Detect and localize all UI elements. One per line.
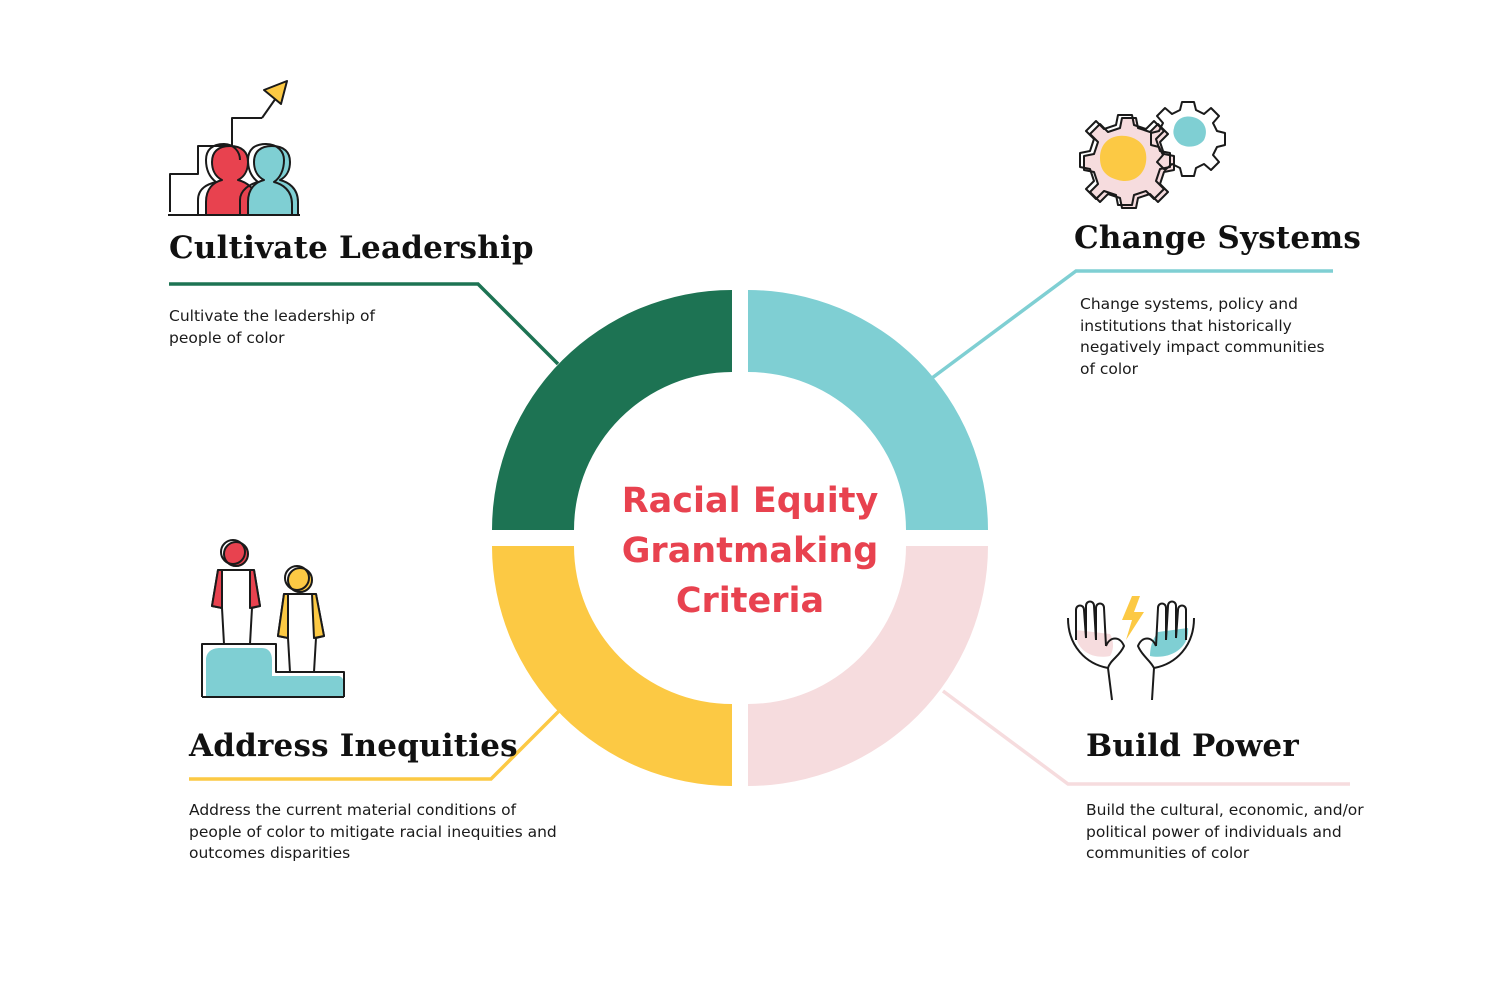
description-cultivate-leadership: Cultivate the leadership of people of co… — [169, 307, 375, 347]
ring-segment-build-power — [748, 546, 988, 786]
gears-icon — [1079, 101, 1226, 209]
description-build-power: Build the cultural, economic, and/or pol… — [1086, 801, 1364, 862]
heading-build-power: Build Power — [1086, 728, 1299, 764]
heading-change-systems: Change Systems — [1074, 220, 1361, 256]
ring-segment-cultivate-leadership — [492, 290, 732, 530]
people-on-steps-icon — [201, 539, 345, 698]
criteria-ring — [492, 290, 988, 786]
connector-build-power — [941, 689, 1350, 786]
connector-cultivate-leadership — [169, 282, 560, 366]
leadership-stairs-icon — [168, 80, 300, 216]
heading-cultivate-leadership: Cultivate Leadership — [169, 230, 534, 266]
heading-address-inequities: Address Inequities — [189, 728, 518, 764]
center-title: Racial Equity Grantmaking Criteria — [621, 481, 879, 621]
description-address-inequities: Address the current material conditions … — [189, 801, 557, 862]
ring-segment-address-inequities — [492, 546, 732, 786]
description-change-systems: Change systems, policy and institutions … — [1080, 295, 1325, 378]
connector-change-systems — [930, 269, 1333, 380]
connector-address-inequities — [189, 709, 561, 781]
hands-lightning-icon — [1067, 596, 1195, 701]
ring-segment-change-systems — [748, 290, 988, 530]
